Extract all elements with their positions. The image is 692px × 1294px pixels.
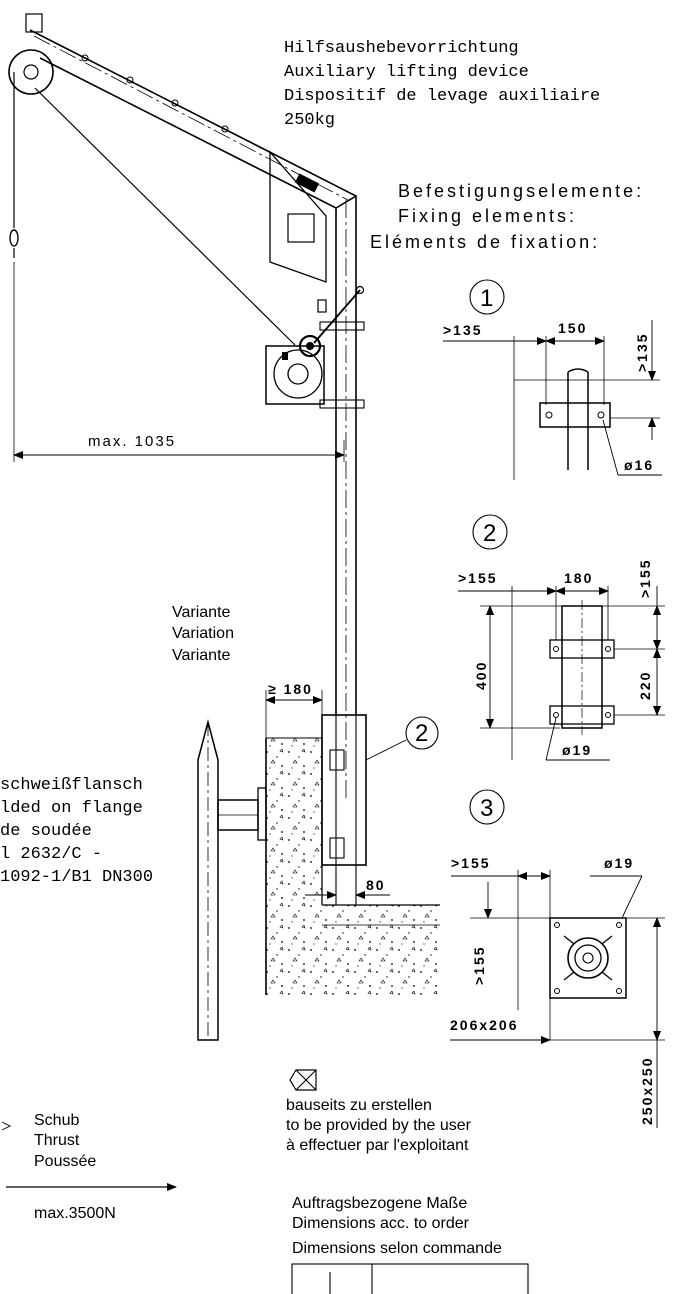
title-fr: Dispositif de levage auxiliaire <box>284 87 600 106</box>
reach-dimension: max. 1035 <box>88 433 176 450</box>
side-plate <box>269 150 327 283</box>
detail-3-dim-left: >155 <box>451 855 491 871</box>
hook-eye <box>9 229 19 247</box>
sleeve-callout: 2 <box>415 720 428 747</box>
fixing-header-en: Fixing elements: <box>398 206 577 226</box>
variant-label-de: Variante <box>172 604 231 621</box>
detail-1-hole: ø16 <box>624 457 654 473</box>
detail-3-hole: ø19 <box>604 855 634 871</box>
flange-note-1: schweißflansch <box>0 776 143 795</box>
detail-2: 2 >155 180 400 >155 220 ø19 <box>458 514 665 761</box>
detail-3-base-size: 250x250 <box>639 1056 655 1125</box>
pulley-bracket <box>25 13 43 33</box>
detail-3-number: 3 <box>480 795 493 822</box>
legend-en: to be provided by the user <box>286 1117 472 1134</box>
detail-1-number: 1 <box>480 285 493 312</box>
sleeve <box>321 714 367 866</box>
detail-1: 1 150 >135 >135 ø16 <box>443 279 662 480</box>
variant-label-fr: Variante <box>172 647 231 664</box>
fixing-header-fr: Eléments de fixation: <box>370 232 600 252</box>
wall-foundation: ≥ 180 80 2 <box>265 681 440 995</box>
detail-3-dim-vert: >155 <box>471 945 487 985</box>
title-de: Hilfsaushebevorrichtung <box>284 39 519 58</box>
label-plate <box>294 173 320 193</box>
flange-note-2: lded on flange <box>0 799 143 818</box>
detail-2-number: 2 <box>483 520 496 547</box>
legend-de: bauseits zu erstellen <box>286 1097 432 1114</box>
legend-fr: à effectuer par l'exploitant <box>286 1137 469 1154</box>
detail-2-dim-left: >155 <box>458 570 498 586</box>
detail-2-dim-right: >155 <box>637 558 653 598</box>
detail-2-dim-spacing: 220 <box>637 671 653 700</box>
thrust-label-fr: Poussée <box>34 1153 96 1170</box>
order-dims-fr: Dimensions selon commande <box>292 1240 502 1257</box>
thrust-label-de: Schub <box>34 1112 79 1129</box>
detail-3: 3 >155 ø19 >155 206x206 250x250 <box>450 789 665 1128</box>
flange-variant <box>197 719 267 1041</box>
brace-cable <box>34 87 296 346</box>
wall-clearance-dim: ≥ 180 <box>268 681 313 697</box>
variant-label-en: Variation <box>172 625 234 642</box>
winch <box>265 285 365 409</box>
detail-3-plate-size: 206x206 <box>450 1017 519 1033</box>
flange-note-4: l 2632/C - <box>0 845 102 864</box>
order-dims-de: Auftragsbezogene Maße <box>292 1195 467 1212</box>
order-dims-en: Dimensions acc. to order <box>292 1215 470 1232</box>
provided-by-user-symbol <box>289 1069 317 1091</box>
crane-assembly: max. 1035 <box>8 13 365 800</box>
sleeve-callout-circle <box>405 716 439 750</box>
pulley-wheel <box>8 49 54 95</box>
detail-1-dim-top: 150 <box>558 320 587 336</box>
bottom-dimension: 80 <box>366 877 386 893</box>
order-dims-table <box>291 1263 529 1294</box>
detail-2-hole: ø19 <box>562 742 592 758</box>
title-en: Auxiliary lifting device <box>284 63 529 82</box>
thrust-label-en: Thrust <box>34 1132 80 1149</box>
flange-note-3: de soudée <box>0 822 92 841</box>
thrust-value: max.3500N <box>34 1205 116 1222</box>
detail-2-dim-top: 180 <box>564 570 593 586</box>
detail-1-dim-right: >135 <box>634 332 650 372</box>
title-capacity: 250kg <box>284 111 335 130</box>
legend: bauseits zu erstellen to be provided by … <box>286 1069 529 1294</box>
fixing-header-de: Befestigungselemente: <box>398 181 644 201</box>
detail-2-dim-height: 400 <box>473 661 489 690</box>
detail-1-dim-left: >135 <box>443 322 483 338</box>
flange-note-5: 1092-1/B1 DN300 <box>0 868 153 887</box>
thrust-block: Schub Thrust Poussée max.3500N <box>1 1112 177 1222</box>
